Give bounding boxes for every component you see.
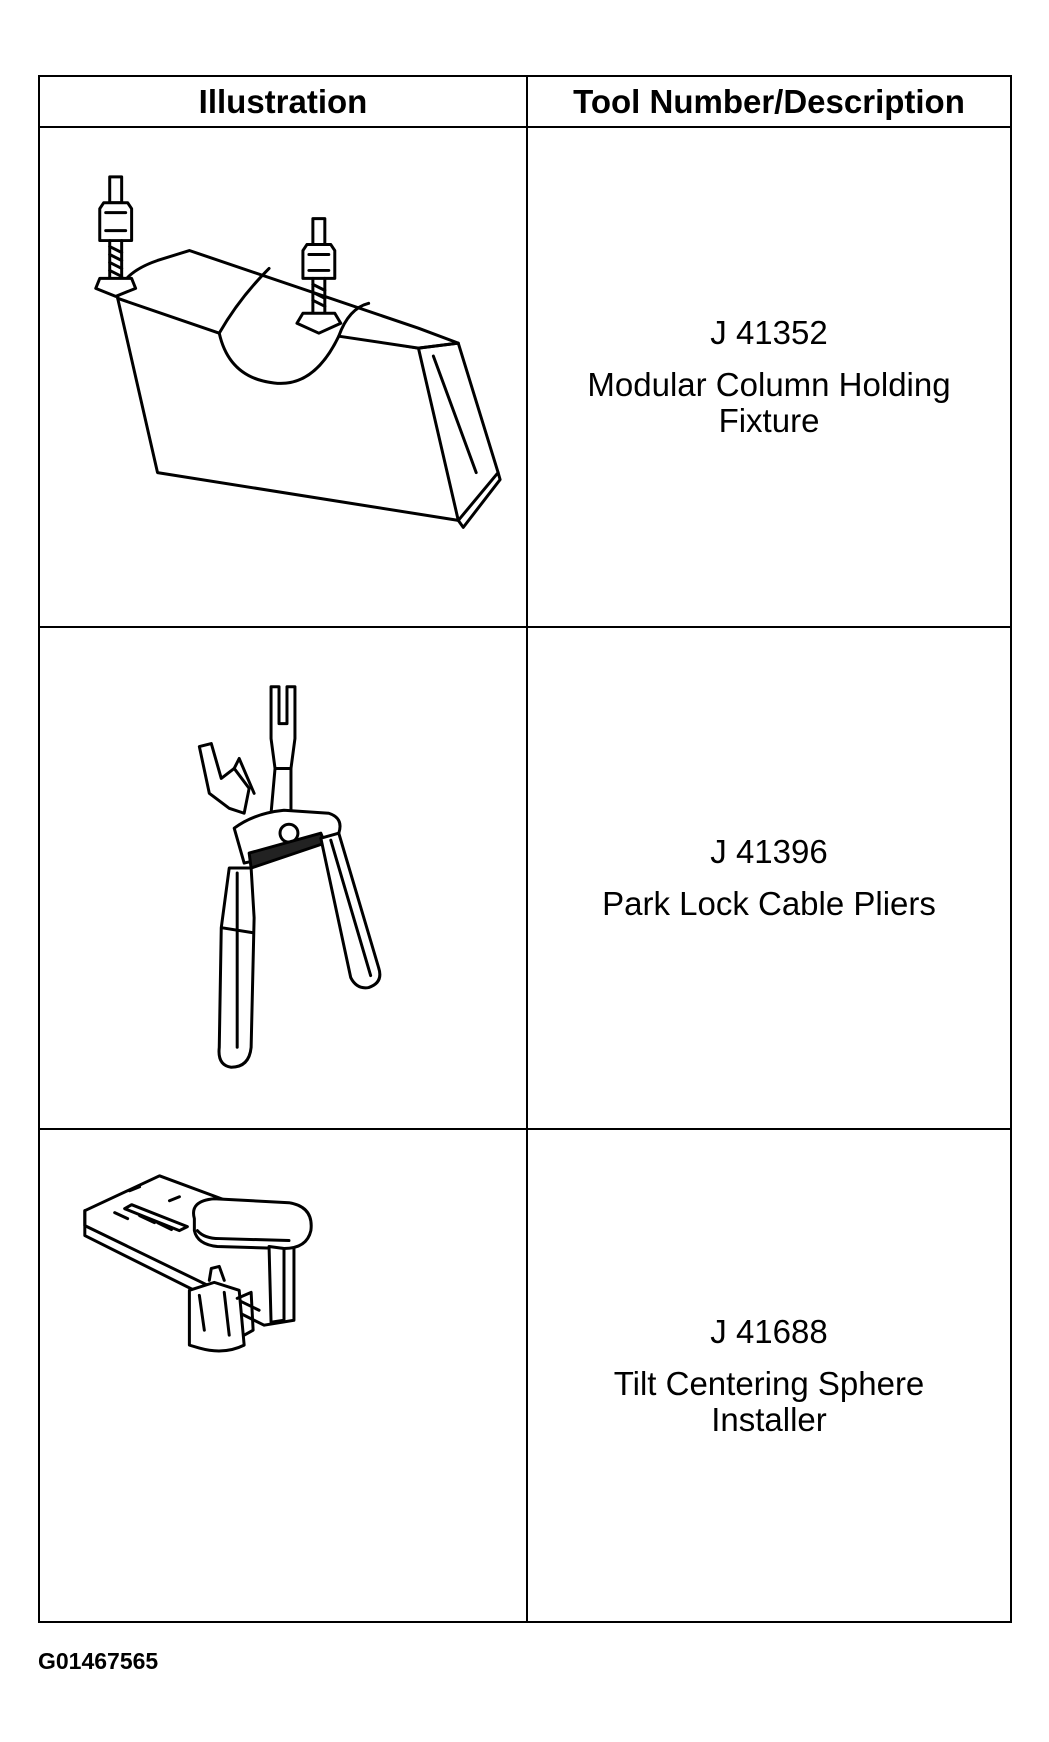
- tool-table: Illustration Tool Number/Description: [38, 75, 1012, 1623]
- description-cell: J 41396 Park Lock Cable Pliers: [526, 625, 1012, 1131]
- tool-number: J 41352: [710, 313, 828, 351]
- sphere-installer-icon: [83, 1174, 313, 1353]
- tool-number: J 41396: [710, 832, 828, 870]
- table-row: J 41688 Tilt Centering Sphere Installer: [38, 1128, 1012, 1623]
- tool-number: J 41688: [710, 1312, 828, 1350]
- illustration-cell: [38, 625, 528, 1131]
- holding-fixture-icon: [94, 175, 502, 529]
- table-row: J 41352 Modular Column Holding Fixture: [38, 126, 1012, 628]
- tool-description: Modular Column Holding Fixture: [587, 365, 951, 439]
- tool-description: Park Lock Cable Pliers: [602, 884, 936, 922]
- header-illustration: Illustration: [38, 75, 528, 128]
- header-tool-description: Tool Number/Description: [526, 75, 1012, 128]
- description-cell: J 41352 Modular Column Holding Fixture: [526, 126, 1012, 628]
- illustration-cell: [38, 1128, 528, 1623]
- description-cell: J 41688 Tilt Centering Sphere Installer: [526, 1128, 1012, 1623]
- pliers-icon: [197, 684, 382, 1069]
- illustration-cell: [38, 126, 528, 628]
- table-header-row: Illustration Tool Number/Description: [38, 75, 1012, 128]
- figure-id: G01467565: [38, 1648, 159, 1674]
- tool-description: Tilt Centering Sphere Installer: [613, 1364, 925, 1438]
- table-row: J 41396 Park Lock Cable Pliers: [38, 625, 1012, 1131]
